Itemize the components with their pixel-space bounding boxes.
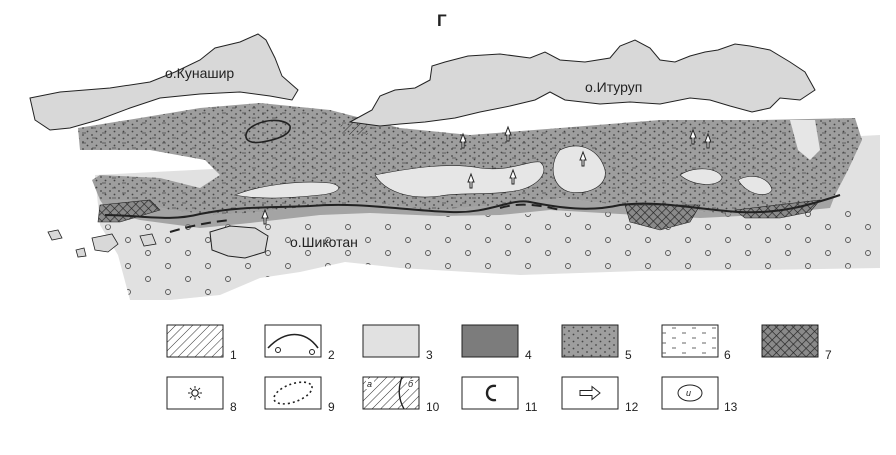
island-iturup [348,39,816,127]
lens-central [374,161,545,198]
oval-letter-icon [677,384,703,402]
svg-text:12: 12 [625,400,639,414]
svg-text:10: 10 [426,400,440,414]
lens-rim [737,176,773,195]
svg-text:9: 9 [328,400,335,414]
legend: 1 2 3 4 5 6 7 [166,324,832,414]
crosshatch-east-a [624,204,701,231]
legend-item-13: и 13 [661,376,738,414]
svg-text:б: б [408,379,414,389]
legend-item-8: 8 [166,376,237,414]
zone-6-dashes [78,103,862,215]
svg-text:2: 2 [328,348,335,362]
islet-4 [75,247,87,258]
legend-item-9: 9 [264,376,335,414]
map-area: Г о.Кунашир о.Итуруп о.Шикотан [29,11,880,300]
lens-east [552,145,606,193]
boundary-line-dashed [169,203,561,233]
legend-item-6: 6 [661,324,731,362]
legend-item-11: 11 [461,376,538,414]
legend-item-4: 4 [461,324,532,362]
legend-item-10: а б 10 [362,376,440,414]
svg-text:11: 11 [525,400,538,414]
legend-item-5: 5 [561,324,632,362]
hook-arrow-icon [485,384,497,402]
lens-far-east [679,168,723,185]
hollow-arrow-icon [579,385,601,401]
legend-item-7: 7 [761,324,832,362]
svg-text:6: 6 [724,348,731,362]
svg-text:1: 1 [230,348,237,362]
legend-item-12: 12 [561,376,639,414]
island-shikotan [209,225,269,259]
svg-text:а: а [367,379,372,389]
svg-text:3: 3 [426,348,433,362]
legend-item-3: 3 [362,324,433,362]
islet-3 [47,229,63,241]
dotted-oval-feature [245,119,291,144]
legend-item-1: 1 [166,324,237,362]
zone-3-circles [95,205,880,300]
panel-letter: Г [437,11,447,30]
legend-item-2: 2 [264,324,335,362]
lens-west [233,181,340,199]
svg-text:и: и [686,388,691,398]
boundary-line [104,194,841,219]
svg-text:13: 13 [724,400,738,414]
label-shikotan: о.Шикотан [290,234,358,250]
svg-text:7: 7 [825,348,832,362]
crosshatch-east-b [734,199,821,219]
arrows-group [261,125,712,225]
lens-north [790,120,820,160]
dotted-oval-icon [273,381,313,405]
svg-text:5: 5 [625,348,632,362]
svg-text:4: 4 [525,348,532,362]
islet-2 [139,233,157,247]
label-iturup: о.Итуруп [585,79,642,95]
label-kunashir: о.Кунашир [165,65,234,81]
svg-text:8: 8 [230,400,237,414]
star-circle-icon [188,386,202,400]
islet-1 [91,233,119,253]
island-kunashir [29,33,299,131]
